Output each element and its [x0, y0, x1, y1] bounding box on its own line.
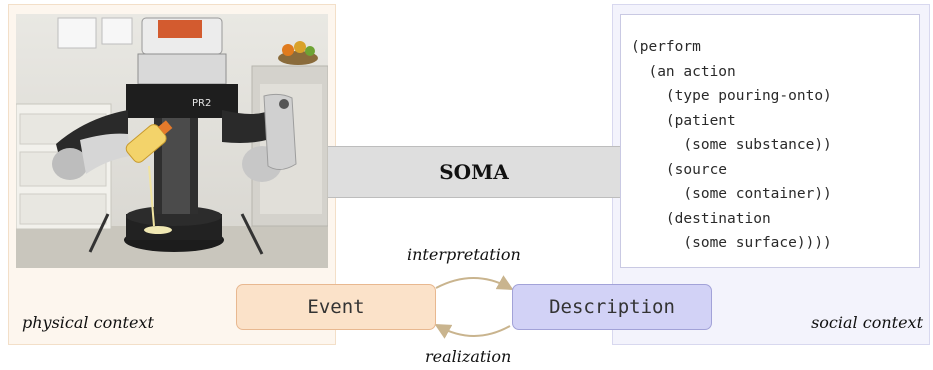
code-line: (destination — [631, 210, 771, 227]
code-line: (patient — [631, 112, 736, 129]
soma-label: SOMA — [439, 160, 509, 184]
robot-pouring-photo: PR2 — [16, 14, 328, 268]
social-context-label: social context — [811, 313, 923, 332]
interpretation-arrow — [435, 275, 514, 290]
code-line: (some substance)) — [631, 137, 832, 153]
physical-context-label: physical context — [22, 313, 154, 332]
event-node: Event — [236, 284, 436, 330]
code-line: (type pouring-onto) — [631, 88, 832, 104]
code-line: (an action — [631, 63, 736, 80]
action-description-code: (perform (an action (type pouring-onto) … — [620, 14, 920, 268]
interpretation-label: interpretation — [407, 245, 521, 264]
code-line: (perform — [631, 39, 701, 55]
realization-label: realization — [425, 347, 512, 366]
robot-badge: PR2 — [192, 98, 211, 109]
code-line: (source — [631, 161, 728, 178]
realization-arrow — [434, 324, 511, 339]
description-node: Description — [512, 284, 712, 330]
code-line: (some surface)))) — [631, 235, 832, 251]
soma-band: SOMA — [328, 146, 620, 198]
code-line: (some container)) — [631, 186, 832, 202]
code-lines: (perform (an action (type pouring-onto) … — [631, 35, 832, 256]
